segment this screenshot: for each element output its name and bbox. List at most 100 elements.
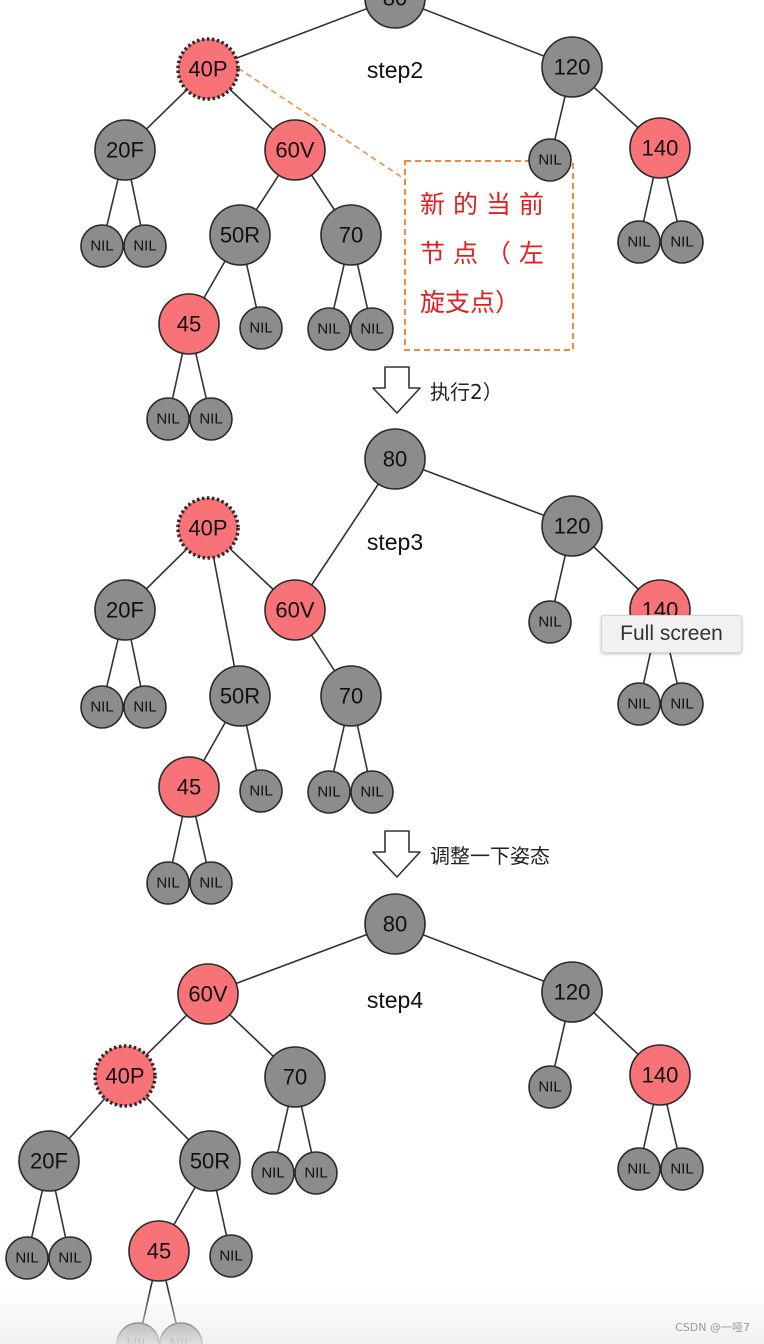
node-circle <box>617 1147 661 1191</box>
tree-node-black: 70 <box>320 665 382 727</box>
node-label: 40P <box>188 516 227 541</box>
node-circle <box>617 682 661 726</box>
node-label: 60V <box>188 982 227 1007</box>
tree-node-black: 80 <box>364 893 426 955</box>
tree-node-nil: NIL <box>617 682 661 726</box>
tree-node-black: 80 <box>364 0 426 29</box>
node-circle <box>209 1234 253 1278</box>
node-label: NIL <box>133 238 156 255</box>
node-label: 70 <box>339 223 363 248</box>
node-label: NIL <box>538 152 561 169</box>
tree-node-nil: NIL <box>159 1322 203 1344</box>
node-circle <box>294 1151 338 1195</box>
tree-node-nil: NIL <box>617 1147 661 1191</box>
tree-node-red: 40P <box>176 496 240 560</box>
transition-arrows: 执行2） 调整一下姿态 <box>372 366 550 878</box>
tree-node-red: 40P <box>93 1044 157 1108</box>
node-label: NIL <box>58 1250 81 1267</box>
node-label: NIL <box>627 234 650 251</box>
node-label: 120 <box>554 514 591 539</box>
node-circle <box>364 428 426 490</box>
tree-node-nil: NIL <box>239 306 283 350</box>
node-circle <box>660 220 704 264</box>
node-label: 20F <box>106 598 144 623</box>
node-label: 70 <box>283 1065 307 1090</box>
tree-node-nil: NIL <box>617 220 661 264</box>
annotation-leader-line <box>237 67 407 181</box>
tree-node-nil: NIL <box>116 1322 160 1344</box>
down-arrow-icon <box>372 366 421 414</box>
node-circle <box>128 1220 190 1282</box>
node-circle <box>364 893 426 955</box>
tree-node-black: 20F <box>18 1130 80 1192</box>
down-arrow-icon <box>372 830 421 878</box>
node-circle <box>320 204 382 266</box>
node-circle <box>48 1236 92 1280</box>
tree-node-nil: NIL <box>528 600 572 644</box>
node-label: NIL <box>670 696 693 713</box>
tree-edge <box>394 458 573 527</box>
node-label: NIL <box>304 1165 327 1182</box>
tree-node-black: 50R <box>179 1130 241 1192</box>
node-circle <box>177 963 239 1025</box>
tree-node-black: 120 <box>541 36 603 98</box>
node-circle <box>158 293 220 355</box>
node-label: 140 <box>642 1063 679 1088</box>
node-label: NIL <box>126 1336 149 1344</box>
node-label: NIL <box>627 696 650 713</box>
node-label: NIL <box>317 784 340 801</box>
node-circle <box>629 117 691 179</box>
tree-node-red: 140 <box>629 117 691 179</box>
tree-node-red: 60V <box>264 119 326 181</box>
node-circle <box>320 665 382 727</box>
node-circle <box>528 1065 572 1109</box>
node-label: 45 <box>147 1239 171 1264</box>
node-circle <box>80 685 124 729</box>
tree-node-nil: NIL <box>660 220 704 264</box>
node-label: NIL <box>317 321 340 338</box>
tree-node-red: 45 <box>158 756 220 818</box>
node-label: 45 <box>177 312 201 337</box>
node-circle <box>176 496 240 560</box>
node-circle <box>660 1147 704 1191</box>
node-circle <box>189 397 233 441</box>
tree-node-black: 70 <box>320 204 382 266</box>
node-label: 40P <box>188 57 227 82</box>
node-label: 120 <box>554 55 591 80</box>
node-label: NIL <box>538 614 561 631</box>
node-label: 70 <box>339 684 363 709</box>
node-circle <box>629 1044 691 1106</box>
node-circle <box>541 36 603 98</box>
node-circle <box>251 1151 295 1195</box>
annotation-line-3: 旋支点） <box>420 288 520 317</box>
tree-node-red: 60V <box>177 963 239 1025</box>
node-label: NIL <box>627 1161 650 1178</box>
node-label: NIL <box>199 411 222 428</box>
tree-node-nil: NIL <box>80 685 124 729</box>
node-circle <box>264 1046 326 1108</box>
tree-node-nil: NIL <box>189 861 233 905</box>
node-circle <box>307 307 351 351</box>
node-label: NIL <box>670 234 693 251</box>
tree-node-nil: NIL <box>660 682 704 726</box>
node-circle <box>264 119 326 181</box>
node-label: NIL <box>90 238 113 255</box>
tree-edge <box>394 923 573 993</box>
tree-node-nil: NIL <box>660 1147 704 1191</box>
full-screen-tooltip[interactable]: Full screen <box>601 615 742 653</box>
step3-label: step3 <box>367 529 423 555</box>
tree-node-nil: NIL <box>146 861 190 905</box>
tree-node-nil: NIL <box>80 224 124 268</box>
tree-node-black: 20F <box>94 119 156 181</box>
node-circle <box>189 861 233 905</box>
tree-edge <box>397 0 573 68</box>
tree-edge <box>207 923 396 995</box>
tree-node-nil: NIL <box>146 397 190 441</box>
node-label: NIL <box>360 321 383 338</box>
node-label: NIL <box>156 411 179 428</box>
node-circle <box>350 307 394 351</box>
tree-node-nil: NIL <box>5 1236 49 1280</box>
node-circle <box>239 306 283 350</box>
node-label: 60V <box>275 138 314 163</box>
